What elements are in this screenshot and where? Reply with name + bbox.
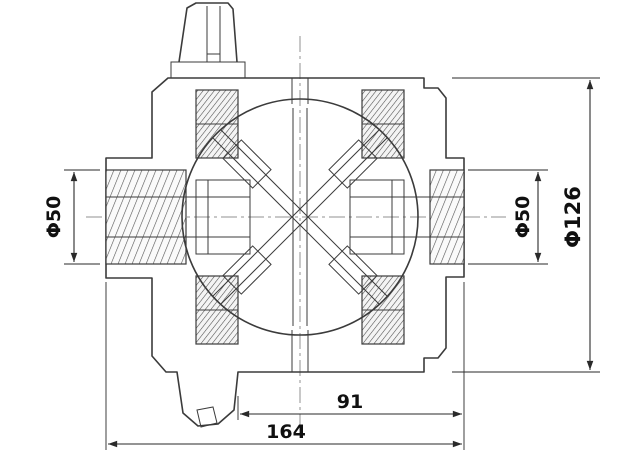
housing-outline bbox=[105, 77, 465, 427]
cam-diagonal bbox=[212, 137, 380, 305]
dim-right-shaft-diameter: Φ50 bbox=[468, 169, 548, 265]
cam-diagonal bbox=[220, 129, 388, 297]
side-gear-left bbox=[195, 179, 251, 255]
dim-overall-length: 164 bbox=[105, 282, 462, 450]
housing bbox=[105, 2, 465, 428]
differential-gears bbox=[181, 98, 419, 336]
side-gear-right bbox=[349, 179, 405, 255]
dim-label-right-shaft-dia: Φ50 bbox=[512, 196, 534, 239]
bearing-blocks bbox=[195, 89, 405, 345]
cam-diagonal bbox=[220, 137, 388, 305]
dim-left-shaft-diameter: Φ50 bbox=[43, 169, 100, 265]
right-spline-hatch bbox=[429, 169, 465, 265]
right-spline-shaft bbox=[350, 169, 465, 265]
bottom-flange-detail bbox=[196, 406, 218, 428]
dim-label-case-dia: Φ126 bbox=[561, 186, 585, 248]
top-boss bbox=[170, 61, 246, 79]
dim-label-overall-length: 164 bbox=[266, 421, 306, 443]
dim-partial-length: 91 bbox=[237, 282, 465, 450]
dim-label-left-shaft-dia: Φ50 bbox=[43, 196, 65, 239]
top-flange-tab bbox=[178, 2, 238, 63]
left-spline-shaft bbox=[105, 169, 250, 265]
left-spline-hatch bbox=[105, 169, 187, 265]
pinion-gear-bottom-left bbox=[222, 245, 272, 295]
gear-case-circle bbox=[181, 98, 419, 336]
pinion-gear-bottom-right bbox=[328, 245, 378, 295]
dimensions: Φ50 Φ50 Φ126 91 bbox=[43, 77, 600, 450]
pinion-gear-top-right bbox=[328, 139, 378, 189]
pinion-gear-top-left bbox=[222, 139, 272, 189]
cam-diagonal bbox=[212, 129, 380, 297]
dim-case-diameter: Φ126 bbox=[452, 77, 600, 373]
dim-label-partial-length: 91 bbox=[337, 391, 363, 413]
